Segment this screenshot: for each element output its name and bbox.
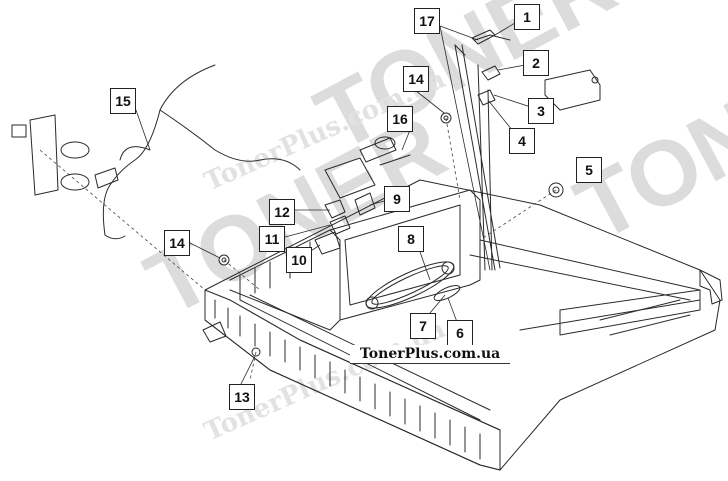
clip-part-4 bbox=[477, 89, 496, 106]
callout-15: 15 bbox=[110, 88, 136, 114]
wire-harness-15 bbox=[102, 64, 216, 236]
callout-14-lower: 14 bbox=[164, 230, 190, 256]
callout-4: 4 bbox=[509, 128, 535, 154]
sensor-part-10 bbox=[314, 231, 341, 255]
link-part-6 bbox=[433, 285, 461, 301]
sensor-part-12 bbox=[324, 199, 346, 219]
bushing-part-14-top bbox=[440, 112, 452, 124]
gear-part-5 bbox=[548, 182, 564, 198]
belt-pulley-left bbox=[365, 296, 379, 310]
roller-left-lower bbox=[60, 173, 90, 191]
callout-16: 16 bbox=[387, 106, 413, 132]
site-label: TonerPlus.com.ua bbox=[350, 345, 511, 364]
sensor-part-11 bbox=[329, 215, 351, 235]
callout-17: 17 bbox=[414, 8, 440, 34]
callout-11: 11 bbox=[259, 226, 285, 252]
callout-10: 10 bbox=[286, 247, 312, 273]
roller-part-16 bbox=[359, 137, 397, 163]
callout-3: 3 bbox=[528, 98, 554, 124]
guide-rods bbox=[454, 44, 501, 271]
motor-housing bbox=[324, 157, 376, 199]
callout-5: 5 bbox=[576, 157, 602, 183]
callout-12: 12 bbox=[269, 199, 295, 225]
left-side-wall bbox=[229, 229, 341, 331]
bracket-part-13 bbox=[202, 321, 227, 343]
callout-7: 7 bbox=[410, 313, 436, 339]
right-end-bracket bbox=[699, 269, 723, 305]
tray-floor bbox=[469, 239, 701, 331]
clip-part-2 bbox=[481, 65, 501, 81]
callout-13: 13 bbox=[229, 384, 255, 410]
bracket-part-3 bbox=[544, 69, 601, 111]
roller-left-upper bbox=[60, 141, 90, 159]
callout-8: 8 bbox=[398, 226, 424, 252]
callout-1: 1 bbox=[514, 4, 540, 30]
belt-pulley-right bbox=[441, 261, 455, 275]
callout-9: 9 bbox=[384, 186, 410, 212]
callout-14-upper: 14 bbox=[403, 66, 429, 92]
bracket-part-9 bbox=[354, 192, 376, 216]
callout-2: 2 bbox=[523, 50, 549, 76]
callout-6: 6 bbox=[447, 320, 473, 346]
bushing-part-14-bottom bbox=[218, 254, 230, 266]
left-bracket-assembly bbox=[29, 114, 59, 196]
